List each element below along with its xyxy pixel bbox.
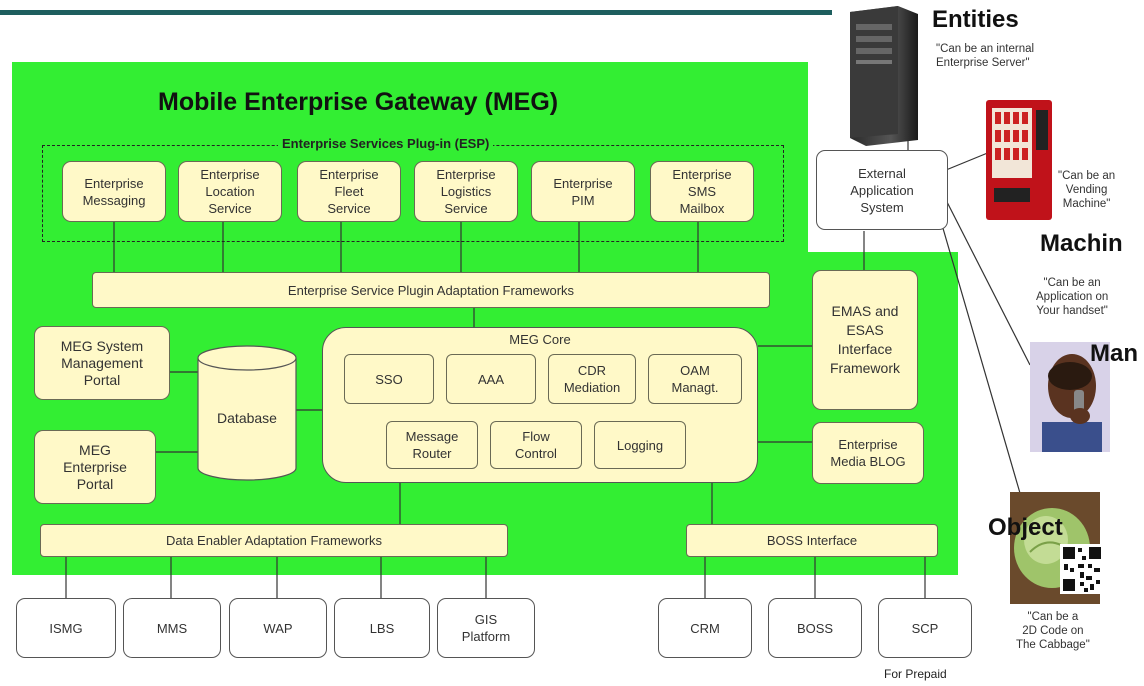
emas-esas-interface-framework[interactable]: EMAS and ESAS Interface Framework <box>812 270 918 410</box>
plugin-enterprise-location-service[interactable]: Enterprise Location Service <box>178 161 282 222</box>
plugin-enterprise-sms-mailbox[interactable]: Enterprise SMS Mailbox <box>650 161 754 222</box>
esp-title: Enterprise Services Plug-in (ESP) <box>278 136 494 151</box>
core-sso[interactable]: SSO <box>344 354 434 404</box>
vending-note: "Can be an Vending Machine" <box>1058 170 1116 210</box>
enterprise-media-blog[interactable]: Enterprise Media BLOG <box>812 422 924 484</box>
gis-platform-box[interactable]: GIS Platform <box>437 598 535 658</box>
entities-note: "Can be an internal Enterprise Server" <box>936 43 1035 69</box>
core-logging[interactable]: Logging <box>594 421 686 469</box>
meg-system-management-portal[interactable]: MEG System Management Portal <box>34 326 170 400</box>
app-note: "Can be an Application on Your handset" <box>1036 277 1109 317</box>
plugin-enterprise-fleet-service[interactable]: Enterprise Fleet Service <box>297 161 401 222</box>
man-on-phone-photo <box>1030 342 1110 452</box>
wap-box[interactable]: WAP <box>229 598 327 658</box>
core-oam-managt[interactable]: OAM Managt. <box>648 354 742 404</box>
core-flow-control[interactable]: Flow Control <box>490 421 582 469</box>
mms-box[interactable]: MMS <box>123 598 221 658</box>
top-rule <box>0 10 832 15</box>
core-cdr-mediation[interactable]: CDR Mediation <box>548 354 636 404</box>
data-enabler-adaptation-frameworks[interactable]: Data Enabler Adaptation Frameworks <box>40 524 508 557</box>
meg-title: Mobile Enterprise Gateway (MEG) <box>158 88 559 116</box>
core-message-router[interactable]: Message Router <box>386 421 478 469</box>
plugin-enterprise-logistics-service[interactable]: Enterprise Logistics Service <box>414 161 518 222</box>
plugin-enterprise-pim[interactable]: Enterprise PIM <box>531 161 635 222</box>
database-label: Database <box>217 410 277 426</box>
database-cylinder[interactable] <box>196 344 298 484</box>
crm-box[interactable]: CRM <box>658 598 752 658</box>
ismg-box[interactable]: ISMG <box>16 598 116 658</box>
scp-box[interactable]: SCP <box>878 598 972 658</box>
vending-machine-icon <box>986 100 1052 220</box>
server-icon <box>850 6 918 146</box>
for-prepaid-label: For Prepaid <box>884 667 947 681</box>
core-aaa[interactable]: AAA <box>446 354 536 404</box>
boss-interface[interactable]: BOSS Interface <box>686 524 938 557</box>
machine-label: Machin <box>1040 230 1123 257</box>
qr-code-icon <box>1060 544 1104 594</box>
enterprise-service-plugin-adaptation-frameworks[interactable]: Enterprise Service Plugin Adaptation Fra… <box>92 272 770 308</box>
meg-enterprise-portal[interactable]: MEG Enterprise Portal <box>34 430 156 504</box>
plugin-enterprise-messaging[interactable]: Enterprise Messaging <box>62 161 166 222</box>
entities-label: Entities <box>932 6 1019 33</box>
meg-core-title: MEG Core <box>509 332 571 347</box>
lbs-box[interactable]: LBS <box>334 598 430 658</box>
man-label: Man <box>1090 340 1138 367</box>
object-label: Object <box>988 514 1063 541</box>
meg-background-top <box>12 62 808 254</box>
cabbage-note: "Can be a 2D Code on The Cabbage" <box>1016 611 1090 651</box>
boss-box[interactable]: BOSS <box>768 598 862 658</box>
external-application-system[interactable]: External Application System <box>816 150 948 230</box>
